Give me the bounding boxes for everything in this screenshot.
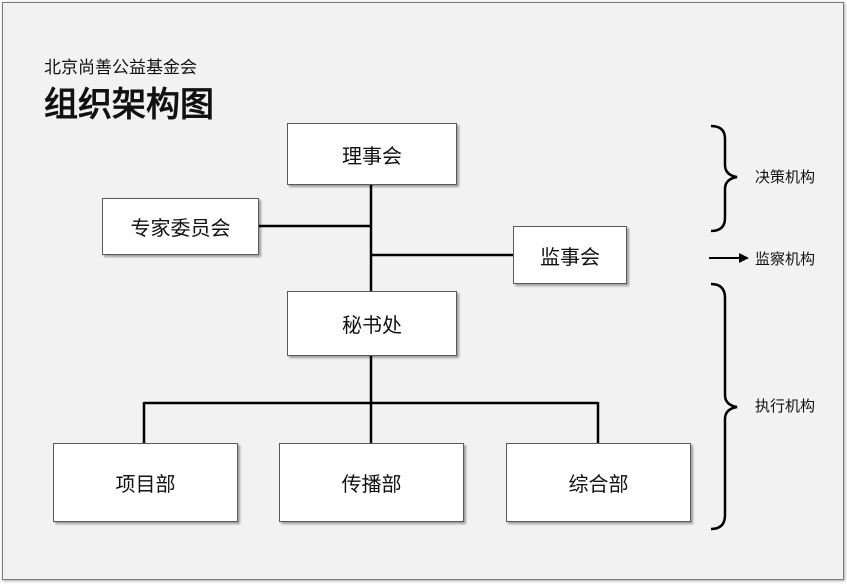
node-general-dept: 综合部 [506,443,691,522]
node-supervisors: 监事会 [513,226,627,284]
connector-lines [142,124,749,531]
node-expert-committee: 专家委员会 [102,198,259,255]
node-projects-dept: 项目部 [53,443,238,522]
brace-execution [710,282,738,531]
chart-title: 组织架构图 [44,85,214,125]
legend-execution-label: 执行机构 [755,397,816,415]
organization-name: 北京尚善公益基金会 [44,58,197,78]
arrow-supervision-head [739,253,749,263]
legend-supervision-label: 监察机构 [755,250,816,268]
legend-decision-label: 决策机构 [755,168,816,186]
node-board: 理事会 [287,123,457,185]
brace-decision [710,124,738,233]
node-secretariat: 秘书处 [287,291,457,356]
node-communications-dept: 传播部 [279,443,464,522]
